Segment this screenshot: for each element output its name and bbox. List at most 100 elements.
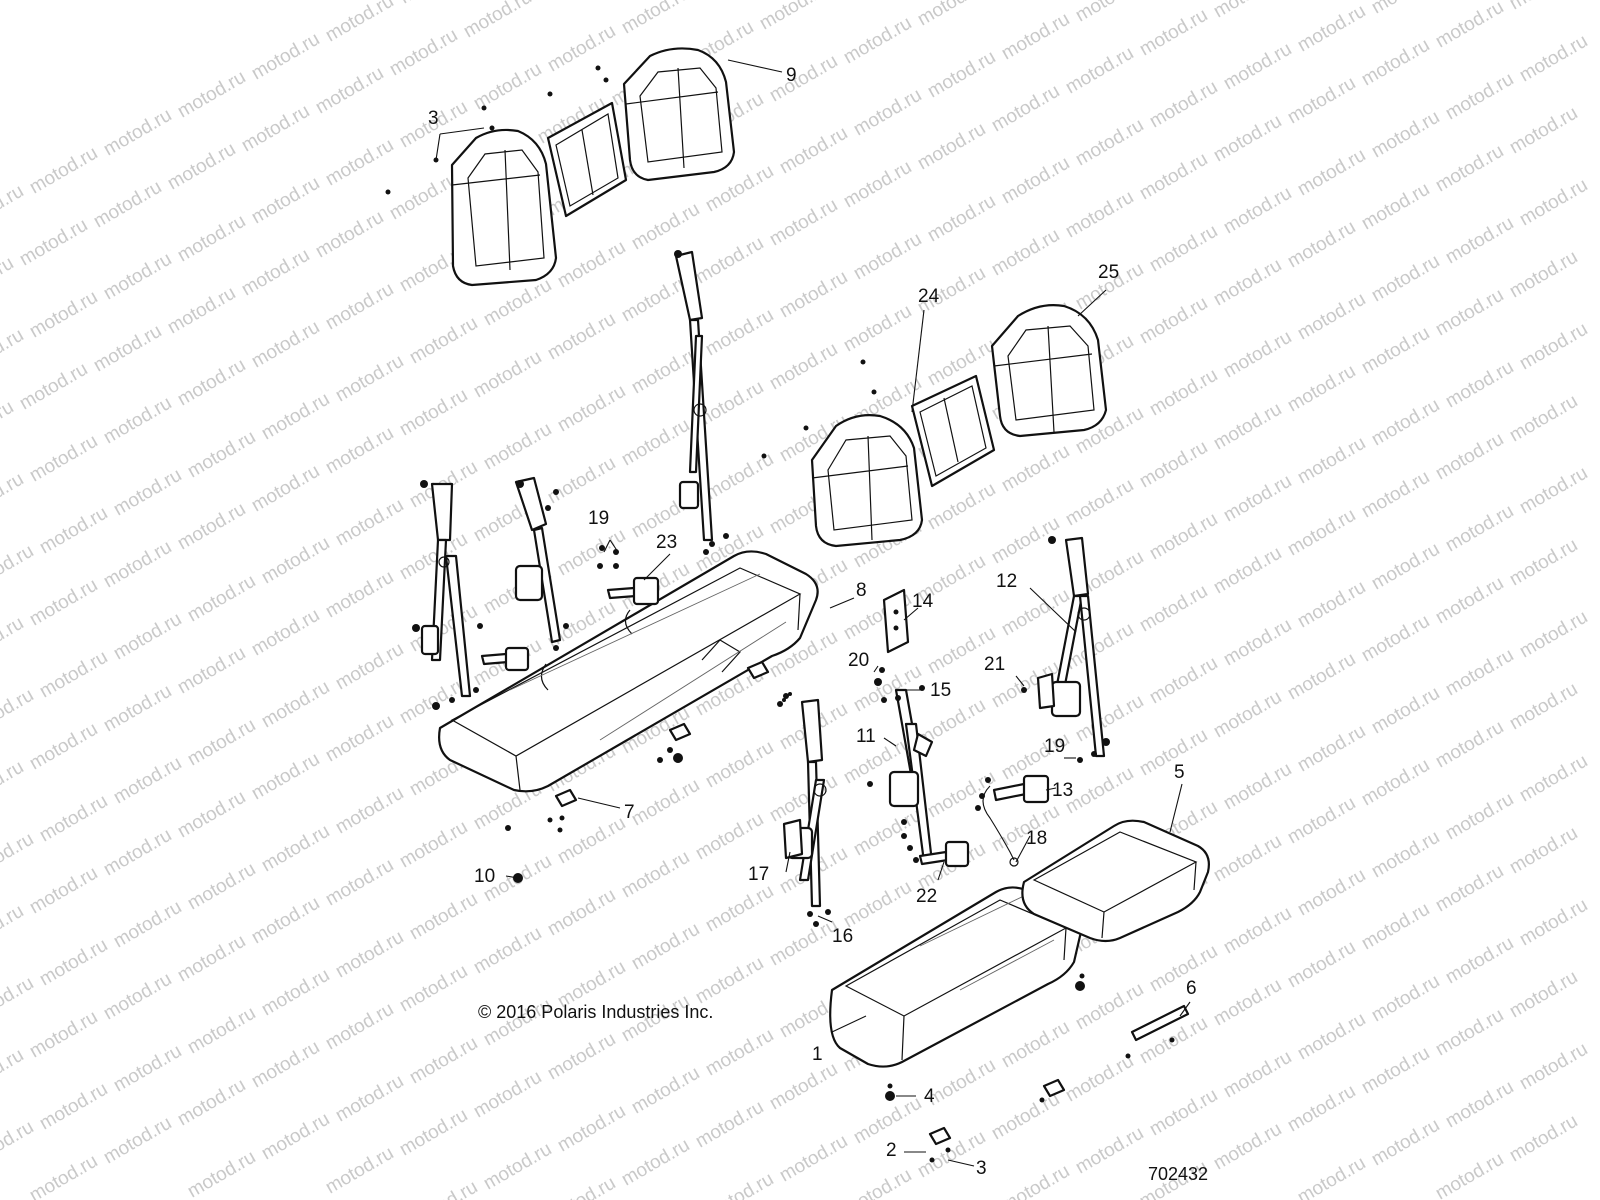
watermark-text: motod.ru <box>1506 679 1581 735</box>
watermark-text: motod.ru <box>248 893 323 949</box>
watermark-text: motod.ru <box>1506 1111 1581 1167</box>
watermark-text: motod.ru <box>248 173 323 229</box>
watermark-text: motod.ru <box>924 47 999 103</box>
watermark-text: motod.ru <box>1072 1123 1147 1179</box>
seat-back-icon <box>810 414 924 548</box>
watermark-text: motod.ru <box>0 325 27 381</box>
watermark-text: motod.ru <box>988 81 1063 137</box>
watermark-text: motod.ru <box>1368 683 1443 739</box>
watermark-text: motod.ru <box>1358 899 1433 955</box>
watermark-text: motod.ru <box>554 813 629 869</box>
seat-back-center-icon <box>910 374 996 488</box>
watermark-text: motod.ru <box>1442 501 1517 557</box>
watermark-text: motod.ru <box>1432 0 1507 52</box>
watermark-text: motod.ru <box>1368 395 1443 451</box>
watermark-text: motod.ru <box>26 719 101 775</box>
watermark-text: motod.ru <box>110 897 185 953</box>
watermark-text: motod.ru <box>26 143 101 199</box>
watermark-text: motod.ru <box>332 1071 407 1127</box>
watermark-text: motod.ru <box>1368 0 1443 18</box>
watermark-text: motod.ru <box>322 135 397 191</box>
watermark-text: motod.ru <box>1506 391 1581 447</box>
callout-3-top: 3 <box>428 108 439 129</box>
watermark-text: motod.ru <box>1146 653 1221 709</box>
watermark-text: motod.ru <box>924 479 999 535</box>
watermark-text: motod.ru <box>1284 361 1359 417</box>
watermark-text: motod.ru <box>1146 941 1221 997</box>
watermark-text: motod.ru <box>0 1117 37 1173</box>
watermark-text: motod.ru <box>100 393 175 449</box>
watermark-text: motod.ru <box>1294 865 1369 921</box>
watermark-text: motod.ru <box>776 267 851 323</box>
watermark-text: motod.ru <box>1072 691 1147 747</box>
watermark-text: motod.ru <box>174 67 249 123</box>
watermark-text: motod.ru <box>1210 975 1285 1031</box>
watermark-text: motod.ru <box>174 355 249 411</box>
watermark-text: motod.ru <box>914 119 989 175</box>
watermark-text: motod.ru <box>1368 107 1443 163</box>
watermark-text: motod.ru <box>100 1113 175 1169</box>
watermark-text: motod.ru <box>534 0 609 4</box>
watermark-text: motod.ru <box>0 973 37 1029</box>
watermark-text: motod.ru <box>756 0 831 34</box>
watermark-text: motod.ru <box>554 237 629 293</box>
callout-22: 22 <box>916 886 937 907</box>
watermark-text: motod.ru <box>1442 933 1517 989</box>
watermark-text: motod.ru <box>1210 543 1285 599</box>
watermark-text: motod.ru <box>258 821 333 877</box>
watermark-text: motod.ru <box>1146 221 1221 277</box>
watermark-text: motod.ru <box>692 809 767 865</box>
watermark-text: motod.ru <box>174 499 249 555</box>
watermark-text: motod.ru <box>1062 187 1137 243</box>
watermark-text: motod.ru <box>1432 1005 1507 1061</box>
callout-25: 25 <box>1098 262 1119 283</box>
watermark-text: motod.ru <box>1368 1115 1443 1171</box>
watermark-text: motod.ru <box>396 961 471 1017</box>
watermark-text: motod.ru <box>26 287 101 343</box>
watermark-text: motod.ru <box>1210 0 1285 22</box>
watermark-text: motod.ru <box>692 1097 767 1153</box>
watermark-text: motod.ru <box>702 737 777 793</box>
watermark-text: motod.ru <box>1294 577 1369 633</box>
watermark-text: motod.ru <box>766 915 841 971</box>
watermark-text: motod.ru <box>1146 77 1221 133</box>
watermark-text: motod.ru <box>840 13 915 69</box>
watermark-text: motod.ru <box>36 935 111 991</box>
watermark-text: motod.ru <box>1432 1149 1507 1200</box>
watermark-text: motod.ru <box>544 1029 619 1085</box>
watermark-text: motod.ru <box>258 965 333 1021</box>
watermark-text: motod.ru <box>998 1017 1073 1073</box>
watermark-text: motod.ru <box>312 63 387 119</box>
watermark-text: motod.ru <box>26 863 101 919</box>
watermark-text: motod.ru <box>110 1041 185 1097</box>
watermark-text: motod.ru <box>1442 69 1517 125</box>
watermark-text: motod.ru <box>544 21 619 77</box>
watermark-text: motod.ru <box>1368 251 1443 307</box>
callout-11: 11 <box>856 726 876 747</box>
watermark-text: motod.ru <box>332 783 407 839</box>
watermark-text: motod.ru <box>1442 789 1517 845</box>
seat-back-icon <box>622 47 736 182</box>
watermark-text: motod.ru <box>1358 1043 1433 1099</box>
watermark-text: motod.ru <box>544 885 619 941</box>
watermark-text: motod.ru <box>998 9 1073 65</box>
watermark-text: motod.ru <box>1294 1153 1369 1200</box>
callout-7: 8 <box>856 580 867 601</box>
watermark-text: motod.ru <box>26 575 101 631</box>
watermark-text: motod.ru <box>396 817 471 873</box>
watermark-text: motod.ru <box>396 529 471 585</box>
callout-5: 5 <box>1174 762 1185 783</box>
watermark-text: motod.ru <box>924 767 999 823</box>
watermark-text: motod.ru <box>26 1007 101 1063</box>
watermark-text: motod.ru <box>1146 1085 1221 1141</box>
watermark-text: motod.ru <box>174 787 249 843</box>
watermark-text: motod.ru <box>1294 1009 1369 1065</box>
watermark-text: motod.ru <box>36 1079 111 1135</box>
watermark-text: motod.ru <box>1284 937 1359 993</box>
watermark-text: motod.ru <box>776 1131 851 1187</box>
watermark-text: motod.ru <box>16 215 91 271</box>
watermark-text: motod.ru <box>1442 357 1517 413</box>
watermark-text: motod.ru <box>90 321 165 377</box>
watermark-text: motod.ru <box>1220 39 1295 95</box>
watermark-text: motod.ru <box>702 1025 777 1081</box>
